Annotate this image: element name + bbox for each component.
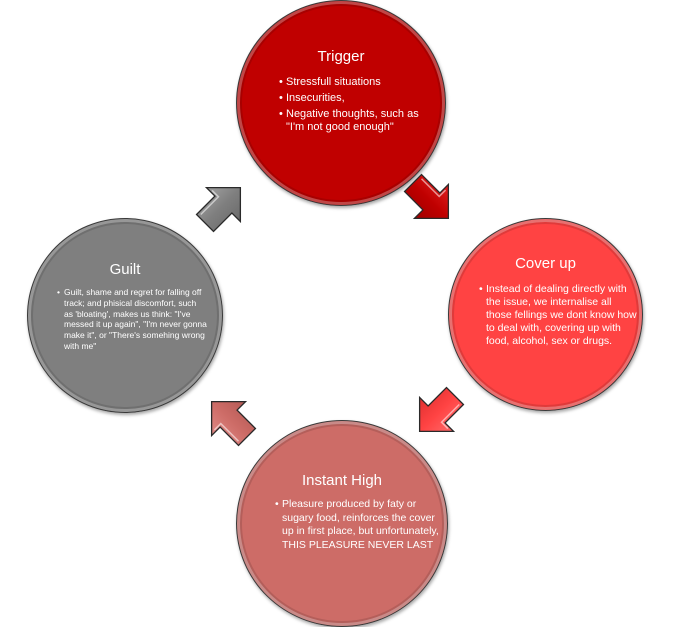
arrow-down-left-icon	[398, 373, 477, 452]
arrow-up-left-icon	[190, 380, 269, 459]
stage-instant-high: Instant High Pleasure produced by faty o…	[236, 420, 448, 627]
stage-guilt: Guilt Guilt, shame and regret for fallin…	[27, 218, 223, 413]
bullet-item: Insecurities,	[279, 92, 429, 105]
arrow-up-right-icon	[182, 166, 261, 245]
stage-bullets: Guilt, shame and regret for falling off …	[57, 287, 207, 355]
stage-bullets: Stressfull situations Insecurities, Nega…	[279, 76, 429, 137]
bullet-item: Stressfull situations	[279, 76, 429, 89]
bullet-item: Pleasure produced by faty or sugary food…	[275, 498, 440, 552]
stage-title: Guilt	[109, 261, 141, 278]
stage-trigger: Trigger Stressfull situations Insecuriti…	[236, 0, 446, 206]
stage-title: Trigger	[317, 48, 365, 65]
stage-bullets: Pleasure produced by faty or sugary food…	[275, 498, 440, 555]
arrow-down-right-icon	[390, 160, 469, 239]
stage-cover-up: Cover up Instead of dealing directly wit…	[448, 218, 643, 411]
stage-title: Cover up	[515, 255, 576, 272]
bullet-item: Negative thoughts, such as "I'm not good…	[279, 108, 429, 134]
bullet-item: Guilt, shame and regret for falling off …	[57, 287, 207, 352]
stage-bullets: Instead of dealing directly with the iss…	[479, 283, 639, 351]
stage-title: Instant High	[301, 472, 383, 489]
bullet-item: Instead of dealing directly with the iss…	[479, 283, 639, 348]
